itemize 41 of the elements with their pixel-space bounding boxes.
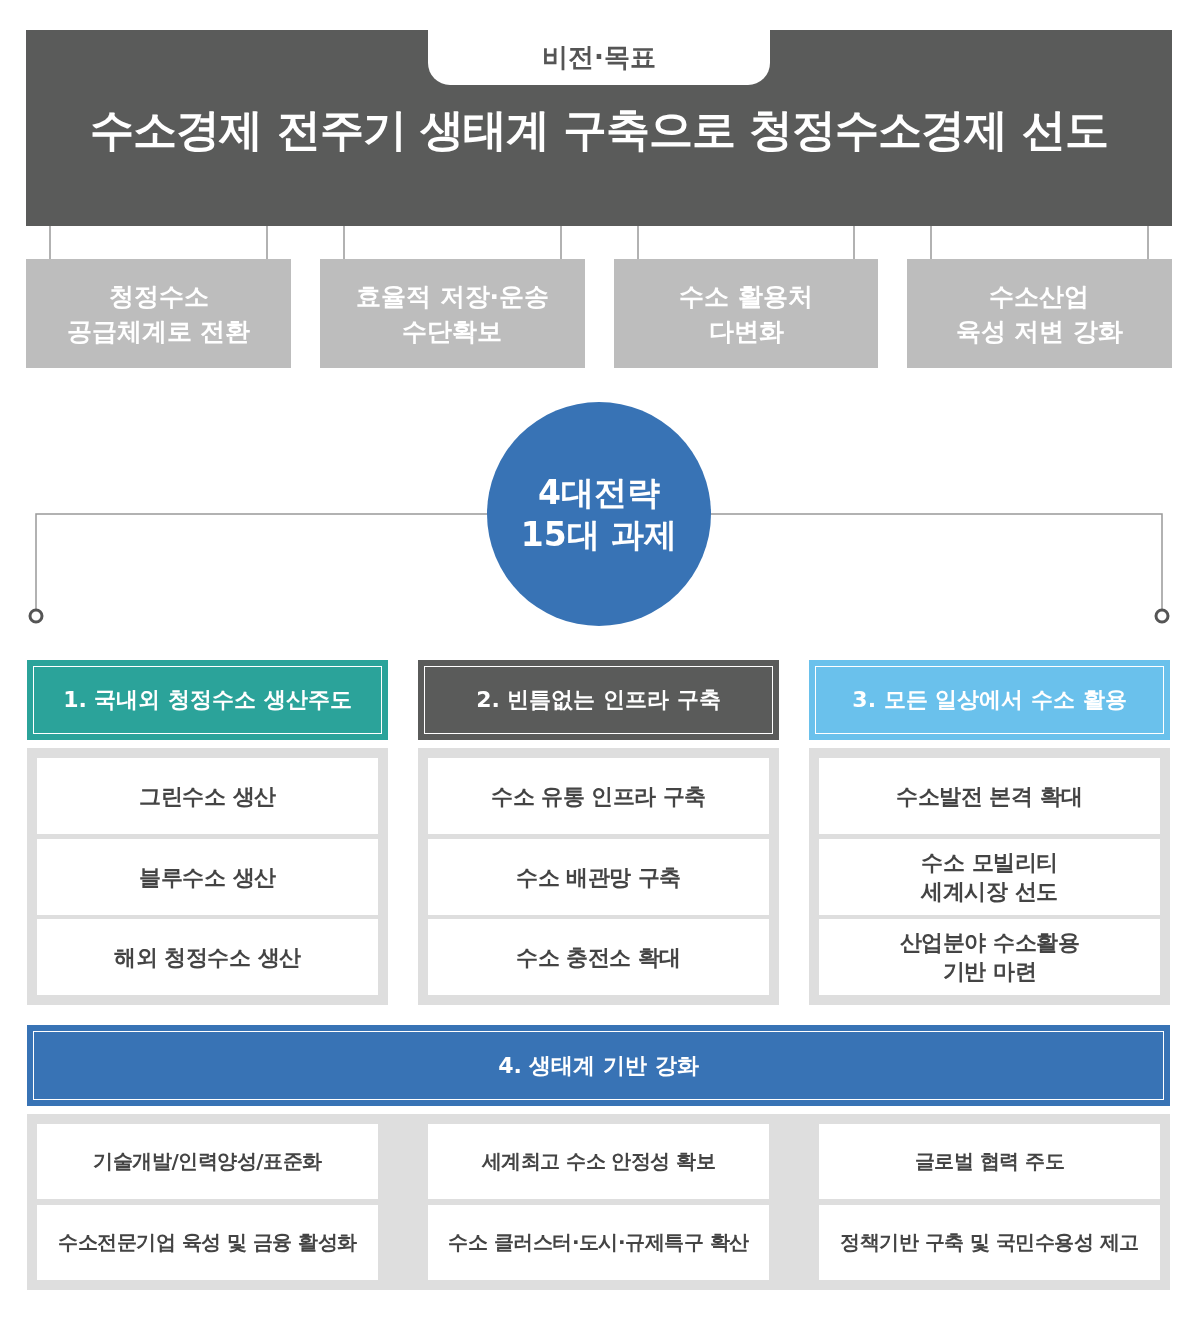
connector-line [637, 225, 639, 260]
task-panel [27, 748, 388, 1005]
task-box: 수소 배관망 구축 [428, 839, 769, 915]
strategy-header: 1. 국내외 청정수소 생산주도 [27, 660, 388, 740]
task-box: 글로벌 협력 주도 [819, 1124, 1160, 1199]
task-box: 산업분야 수소활용 기반 마련 [819, 919, 1160, 995]
heading-tab: 비전·목표 [428, 30, 770, 85]
task-box: 수소 클러스터·도시·규제특구 확산 [428, 1205, 769, 1280]
vision-banner [26, 30, 1172, 226]
strategy-circle: 4대전략 15대 과제 [487, 402, 711, 626]
strategy-header: 3. 모든 일상에서 수소 활용 [809, 660, 1170, 740]
title-text: 수소경제 전주기 생태계 구축으로 청정수소경제 선도 [89, 103, 1109, 157]
connector-line [28, 513, 488, 624]
connector-line [49, 225, 51, 260]
connector-line [710, 513, 1170, 624]
task-panel [27, 1114, 1170, 1290]
task-box: 수소 모빌리티 세계시장 선도 [819, 839, 1160, 915]
connector-line [343, 225, 345, 260]
task-box: 수소 유통 인프라 구축 [428, 758, 769, 834]
task-box: 그린수소 생산 [37, 758, 378, 834]
task-box: 세계최고 수소 안정성 확보 [428, 1124, 769, 1199]
connector-line [853, 225, 855, 260]
goal-box: 수소 활용처 다변화 [614, 259, 878, 368]
task-box: 블루수소 생산 [37, 839, 378, 915]
task-box: 수소전문기업 육성 및 금융 활성화 [37, 1205, 378, 1280]
task-panel [418, 748, 779, 1005]
task-box: 수소발전 본격 확대 [819, 758, 1160, 834]
goal-box: 청정수소 공급체계로 전환 [26, 259, 291, 368]
task-box: 해외 청정수소 생산 [37, 919, 378, 995]
connector-line [266, 225, 268, 260]
connector-line [1147, 225, 1149, 260]
task-box: 기술개발/인력양성/표준화 [37, 1124, 378, 1199]
connector-line [930, 225, 932, 260]
task-box: 수소 충전소 확대 [428, 919, 769, 995]
task-box: 정책기반 구축 및 국민수용성 제고 [819, 1205, 1160, 1280]
task-panel [809, 748, 1170, 1005]
goal-box: 효율적 저장·운송 수단확보 [320, 259, 585, 368]
strategy-header: 4. 생태계 기반 강화 [27, 1025, 1170, 1106]
connector-line [560, 225, 562, 260]
goal-box: 수소산업 육성 저변 강화 [907, 259, 1172, 368]
strategy-header: 2. 빈틈없는 인프라 구축 [418, 660, 779, 740]
